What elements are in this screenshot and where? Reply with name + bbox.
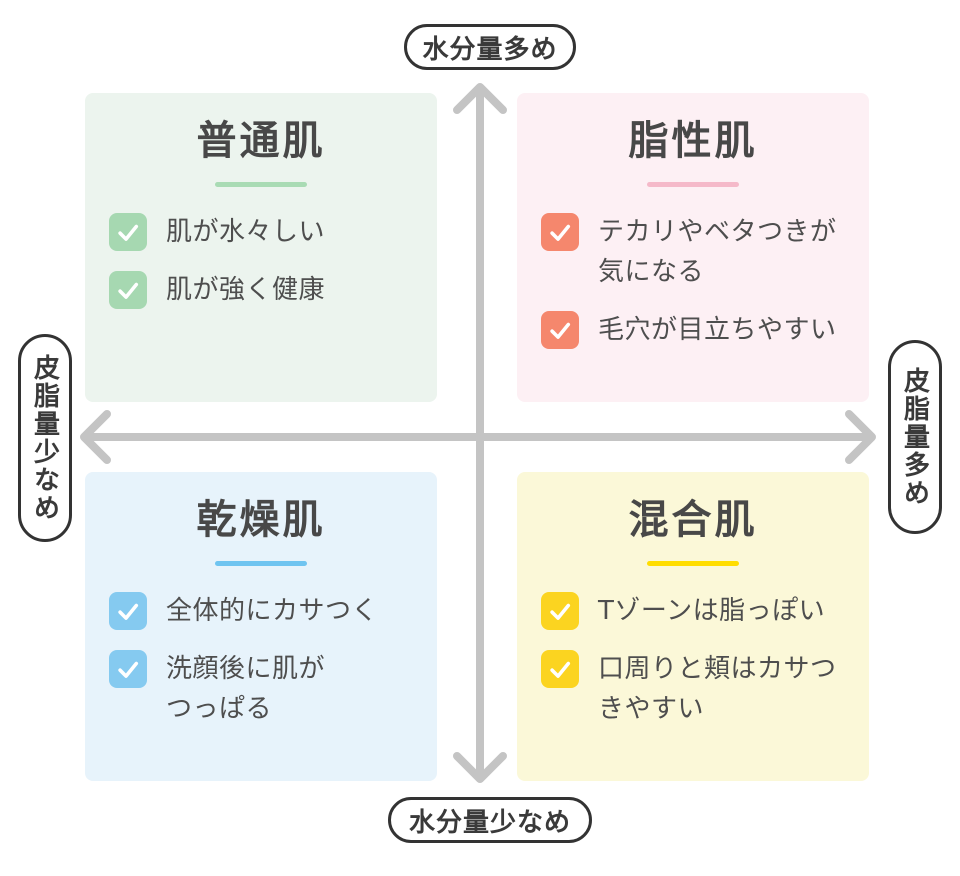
checkbox-checked-icon xyxy=(541,311,579,349)
item-label: Tゾーンは脂っぽい xyxy=(598,596,826,626)
item-label: 全体的にカサつく xyxy=(166,596,379,626)
quadrant-title: 普通肌 xyxy=(196,118,326,164)
item-label: 洗顔後に肌が つっぱる xyxy=(166,654,326,724)
list-item: 毛穴が目立ちやすい xyxy=(541,310,847,350)
quadrant-combination-skin: 混合肌 Tゾーンは脂っぽい 口周りと頬はカサつ きやすい xyxy=(517,472,869,781)
feature-list: Tゾーンは脂っぽい 口周りと頬はカサつ きやすい xyxy=(539,591,847,729)
list-item: 肌が水々しい xyxy=(109,212,415,252)
checkbox-checked-icon xyxy=(541,213,579,251)
checkbox-checked-icon xyxy=(109,213,147,251)
feature-list: 肌が水々しい 肌が強く健康 xyxy=(107,212,415,310)
item-label: 肌が水々しい xyxy=(166,217,326,247)
feature-list: テカリやベタつきが 気になる 毛穴が目立ちやすい xyxy=(539,212,847,350)
list-item: 肌が強く健康 xyxy=(109,270,415,310)
quadrant-dry-skin: 乾燥肌 全体的にカサつく 洗顔後に肌が つっぱる xyxy=(85,472,437,781)
title-underline xyxy=(215,182,307,187)
feature-list: 全体的にカサつく 洗顔後に肌が つっぱる xyxy=(107,591,415,729)
axis-label-moisture-high: 水分量多め xyxy=(404,24,576,70)
checkbox-checked-icon xyxy=(109,592,147,630)
list-item: 全体的にカサつく xyxy=(109,591,415,631)
checkbox-checked-icon xyxy=(109,650,147,688)
list-item: 洗顔後に肌が つっぱる xyxy=(109,649,415,729)
checkbox-checked-icon xyxy=(109,271,147,309)
item-label: 肌が強く健康 xyxy=(166,275,326,305)
quadrant-title: 脂性肌 xyxy=(628,118,758,164)
quadrant-title: 乾燥肌 xyxy=(196,497,326,543)
checkbox-checked-icon xyxy=(541,650,579,688)
item-label: 毛穴が目立ちやすい xyxy=(598,315,837,345)
quadrant-oily-skin: 脂性肌 テカリやベタつきが 気になる 毛穴が目立ちやすい xyxy=(517,93,869,402)
list-item: テカリやベタつきが 気になる xyxy=(541,212,847,292)
title-underline xyxy=(215,561,307,566)
axis-label-sebum-low: 皮脂量少なめ xyxy=(18,334,72,542)
quadrant-title: 混合肌 xyxy=(628,497,758,543)
item-label: テカリやベタつきが 気になる xyxy=(598,217,837,287)
checkbox-checked-icon xyxy=(541,592,579,630)
list-item: 口周りと頬はカサつ きやすい xyxy=(541,649,847,729)
arrowhead-up-icon xyxy=(453,83,507,114)
quadrant-normal-skin: 普通肌 肌が水々しい 肌が強く健康 xyxy=(85,93,437,402)
list-item: Tゾーンは脂っぽい xyxy=(541,591,847,631)
axis-label-moisture-low: 水分量少なめ xyxy=(388,797,592,843)
arrowhead-right-icon xyxy=(845,410,876,464)
title-underline xyxy=(647,182,739,187)
arrowhead-down-icon xyxy=(453,752,507,783)
item-label: 口周りと頬はカサつ きやすい xyxy=(598,654,837,724)
axis-label-sebum-high: 皮脂量多め xyxy=(888,340,942,534)
arrowhead-left-icon xyxy=(80,410,111,464)
title-underline xyxy=(647,561,739,566)
